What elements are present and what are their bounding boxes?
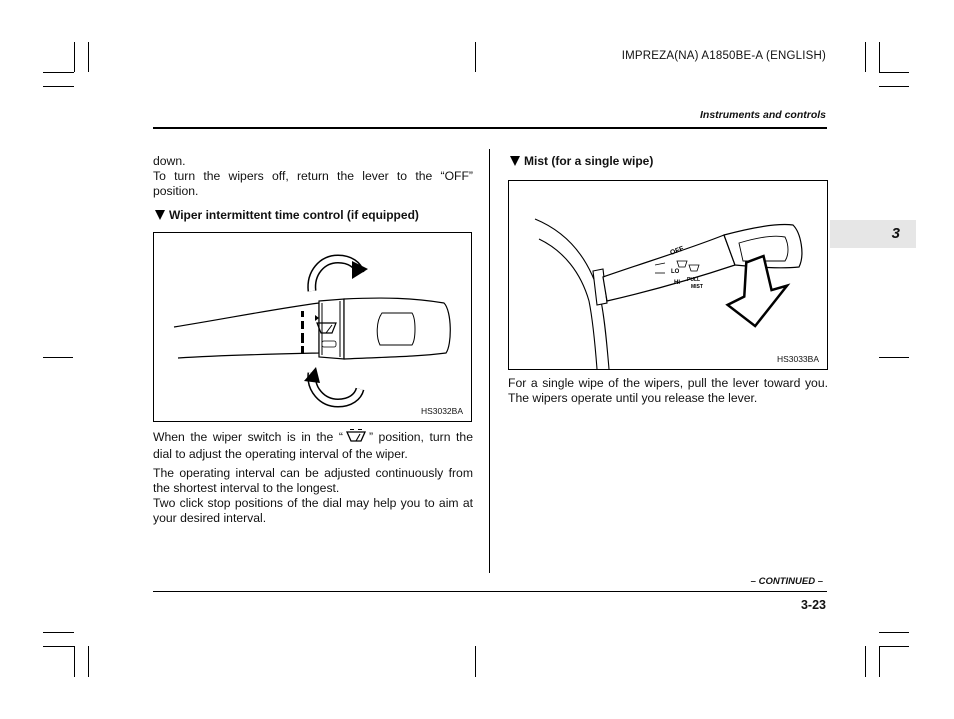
column-divider (489, 149, 490, 573)
crop-mark (43, 357, 73, 358)
figure-intermittent-dial: HS3032BA (153, 232, 472, 422)
chapter-tab: 3 (830, 220, 916, 248)
lever-label-lo: LO (671, 269, 680, 275)
crop-mark (88, 42, 89, 72)
crop-mark (43, 632, 74, 633)
section-title: Instruments and controls (699, 109, 826, 121)
lever-label-pull: PULL (687, 277, 700, 283)
crop-mark (879, 357, 909, 358)
crop-mark (88, 646, 89, 677)
subsection-heading-mist-text: Mist (for a single wipe) (524, 154, 654, 168)
subsection-heading-mist: Mist (for a single wipe) (510, 154, 653, 168)
paragraph-wiper-switch-part1: When the wiper switch is in the “ (153, 430, 343, 445)
wiper-intermittent-icon (344, 429, 368, 447)
crop-mark (879, 72, 909, 73)
document-code: IMPREZA(NA) A1850BE-A (ENGLISH) (621, 50, 826, 62)
figure-mist-lever: OFF LO HI PULL MIST HS3033BA (508, 180, 828, 370)
subsection-heading-intermittent-text: Wiper intermittent time control (if equi… (169, 208, 419, 222)
figure-label-hs3032ba: HS3032BA (420, 406, 463, 416)
crop-mark (879, 646, 909, 647)
crop-mark (865, 42, 866, 72)
paragraph-interval-line2: Two click stop positions of the dial may… (153, 496, 473, 525)
crop-mark (43, 86, 74, 87)
header-rule (153, 127, 827, 129)
paragraph-wiper-switch: When the wiper switch is in the “” posit… (153, 429, 473, 462)
continued-note: – CONTINUED – (750, 576, 823, 587)
subsection-heading-intermittent: Wiper intermittent time control (if equi… (155, 208, 419, 222)
crop-mark (74, 42, 75, 72)
paragraph-wiper-switch-part2: ” position, turn the dial to adjust the … (153, 430, 473, 461)
triangle-bullet-icon (155, 210, 165, 220)
intro-text: down. To turn the wipers off, return the… (153, 154, 473, 199)
crop-mark (43, 646, 74, 647)
paragraph-mist: For a single wipe of the wipers, pull th… (508, 376, 828, 405)
mist-lever-illustration: OFF LO HI PULL MIST (534, 218, 803, 370)
paragraph-interval: The operating interval can be adjusted c… (153, 466, 473, 526)
crop-mark (879, 86, 909, 87)
footer-rule (153, 591, 827, 592)
wiper-dial-illustration (173, 254, 451, 408)
paragraph-interval-line1: The operating interval can be adjusted c… (153, 466, 473, 495)
lever-label-hi: HI (674, 280, 680, 286)
figure-label-hs3033ba: HS3033BA (776, 354, 819, 364)
page-number: 3-23 (800, 598, 826, 612)
crop-mark (865, 646, 866, 677)
crop-mark (43, 72, 74, 73)
chapter-number: 3 (891, 225, 900, 242)
intro-line-2: To turn the wipers off, return the lever… (153, 169, 473, 198)
crop-mark (475, 42, 476, 72)
lever-label-off: OFF (669, 245, 685, 257)
lever-label-mist: MIST (691, 284, 703, 290)
crop-mark (879, 42, 880, 72)
intro-line-1: down. (153, 154, 186, 168)
crop-mark (879, 632, 909, 633)
crop-mark (475, 646, 476, 677)
crop-mark (879, 646, 880, 677)
crop-mark (74, 646, 75, 677)
triangle-bullet-icon (510, 156, 520, 166)
